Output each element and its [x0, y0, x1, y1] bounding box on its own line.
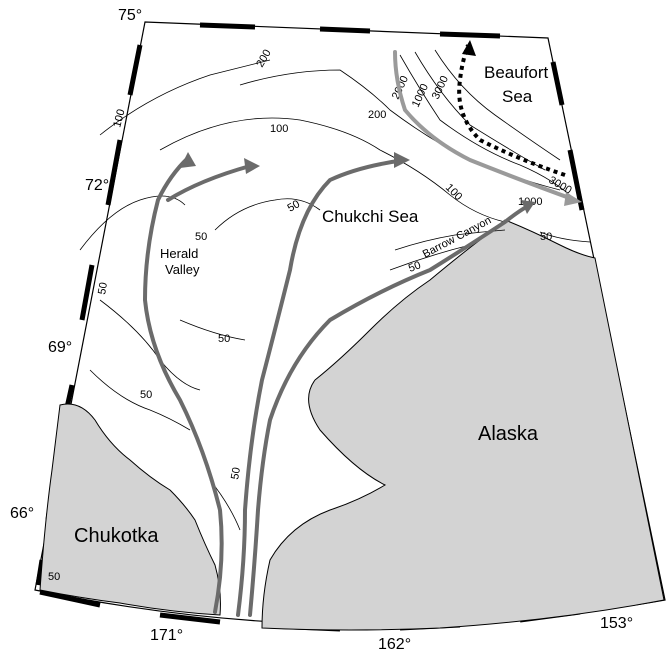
alaskan-coastal-flow	[248, 203, 532, 617]
herald-branch-east-flow	[166, 164, 252, 202]
alaska-landmass	[261, 219, 665, 631]
herald-arrowhead	[180, 152, 196, 168]
latitude-label-66: 66°	[10, 505, 34, 522]
contour-label-100-central: 100	[270, 123, 288, 135]
contour-label-1000-north: 1000	[410, 82, 431, 109]
coastal-arrowhead	[521, 200, 535, 214]
flow-pathways	[143, 44, 577, 617]
contour-label-100-east: 100	[443, 182, 464, 203]
contour-label-50-barrow: 50	[407, 259, 423, 274]
contour-label-100-west: 100	[111, 108, 127, 129]
central-channel-flow	[236, 158, 407, 617]
longitude-label-153: 153°	[600, 615, 633, 632]
contour-label-50-herald: 50	[195, 231, 207, 243]
contour-label-50-strait: 50	[229, 466, 243, 480]
latitude-label-69: 69°	[48, 339, 72, 356]
contour-label-200-north: 200	[254, 48, 274, 70]
chukotka-landmass	[39, 403, 221, 616]
chukchi-sea-label: Chukchi Sea	[322, 207, 419, 226]
herald-valley-label-line1: Herald	[160, 246, 198, 261]
flow-arrowheads	[180, 40, 582, 214]
alaska-label: Alaska	[478, 423, 539, 445]
map-frame	[34, 21, 666, 632]
beaufort-arrowhead	[564, 192, 582, 206]
contour-label-50-west: 50	[96, 281, 110, 295]
latitude-label-75: 75°	[118, 7, 142, 24]
beaufort-label-line1: Beaufort	[484, 63, 549, 82]
contour-label-50-south: 50	[48, 571, 60, 583]
contour-label-50-east: 50	[540, 231, 552, 243]
contour-label-200-central: 200	[368, 109, 386, 121]
chukotka-label: Chukotka	[74, 525, 159, 547]
longitude-label-162: 162°	[378, 636, 411, 651]
beaufort-dotted-flow	[457, 44, 566, 177]
longitude-label-171: 171°	[150, 627, 183, 644]
herald-valley-label-line2: Valley	[165, 262, 200, 277]
dotted-arrowhead	[462, 40, 476, 56]
contour-label-50-north: 50	[286, 198, 303, 215]
beaufort-label-line2: Sea	[502, 87, 533, 106]
central-arrowhead	[394, 152, 410, 168]
contour-label-50-central: 50	[218, 333, 230, 345]
herald-east-arrowhead	[244, 158, 260, 174]
contour-label-3000-north: 3000	[430, 74, 451, 101]
herald-valley-flow	[143, 156, 224, 614]
latitude-label-72: 72°	[85, 177, 109, 194]
contour-label-50-southwest: 50	[140, 389, 152, 401]
beaufort-flow	[393, 50, 577, 202]
